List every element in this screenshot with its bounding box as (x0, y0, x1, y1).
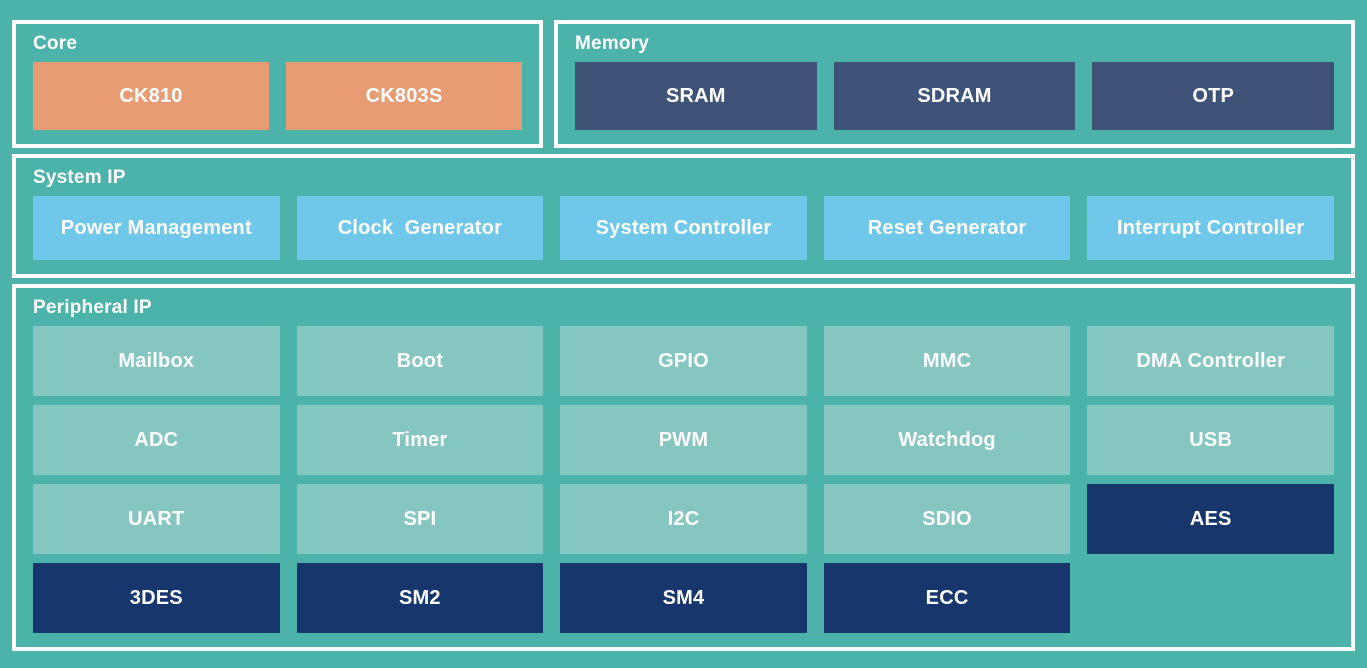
block-uart: UART (33, 484, 280, 554)
block-usb: USB (1087, 405, 1334, 475)
section-system-ip: System IP Power Management Clock Generat… (12, 154, 1355, 278)
core-block-row: CK810 CK803S (33, 62, 522, 130)
memory-block-row: SRAM SDRAM OTP (575, 62, 1335, 130)
block-otp: OTP (1092, 62, 1335, 130)
block-sdio: SDIO (823, 484, 1071, 554)
block-ck803s: CK803S (286, 62, 522, 130)
block-timer: Timer (296, 405, 544, 475)
block-watchdog: Watchdog (823, 405, 1071, 475)
block-sm2: SM2 (296, 563, 544, 633)
block-sm4: SM4 (560, 563, 807, 633)
block-pwm: PWM (560, 405, 807, 475)
core-section-title: Core (33, 33, 78, 54)
section-core: Core CK810 CK803S (12, 20, 543, 148)
system-ip-block-row: Power Management Clock Generator System … (33, 196, 1334, 260)
empty-grid-cell (1087, 563, 1334, 631)
block-adc: ADC (33, 405, 280, 475)
block-boot: Boot (296, 326, 544, 396)
block-sdram: SDRAM (833, 62, 1076, 130)
section-memory: Memory SRAM SDRAM OTP (554, 20, 1355, 148)
section-peripheral-ip: Peripheral IP Mailbox Boot GPIO MMC DMA … (12, 284, 1355, 651)
block-mailbox: Mailbox (33, 326, 280, 396)
block-ck810: CK810 (33, 62, 269, 130)
block-sram: SRAM (575, 62, 817, 130)
peripheral-ip-section-title: Peripheral IP (33, 297, 152, 318)
top-row: Core CK810 CK803S Memory SRAM SDRAM OTP (12, 20, 1355, 148)
block-ecc: ECC (823, 563, 1071, 633)
block-aes: AES (1087, 484, 1334, 554)
block-dma-controller: DMA Controller (1087, 326, 1334, 396)
block-mmc: MMC (823, 326, 1071, 396)
block-clock-generator: Clock Generator (296, 196, 544, 260)
block-3des: 3DES (33, 563, 280, 633)
memory-section-title: Memory (575, 33, 650, 54)
block-system-controller: System Controller (560, 196, 807, 260)
block-spi: SPI (296, 484, 544, 554)
block-reset-generator: Reset Generator (823, 196, 1071, 260)
block-interrupt-controller: Interrupt Controller (1087, 196, 1334, 260)
system-ip-section-title: System IP (33, 167, 126, 188)
block-i2c: I2C (560, 484, 807, 554)
block-power-management: Power Management (33, 196, 280, 260)
peripheral-ip-grid: Mailbox Boot GPIO MMC DMA Controller ADC… (33, 326, 1334, 633)
block-gpio: GPIO (560, 326, 807, 396)
